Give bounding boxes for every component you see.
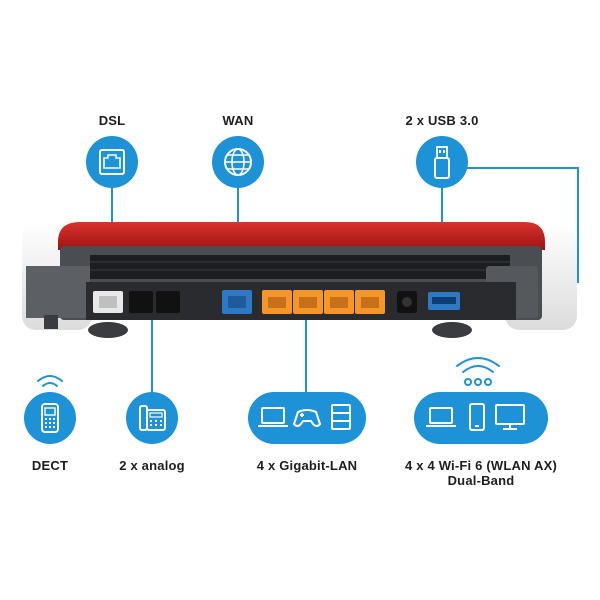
label-usb: 2 x USB 3.0 — [405, 113, 479, 128]
icon-circles — [24, 136, 548, 444]
wifi-devices-badge — [414, 392, 548, 444]
lan-devices-badge — [248, 392, 366, 444]
label-dsl: DSL — [98, 113, 126, 128]
cordless-phone-icon — [24, 392, 76, 444]
wireless-waves-icon — [37, 375, 63, 387]
globe-icon — [212, 136, 264, 188]
ethernet-port-icon — [86, 136, 138, 188]
label-lan: 4 x Gigabit-LAN — [256, 458, 358, 473]
label-dect: DECT — [31, 458, 69, 473]
red-top-shell — [58, 222, 545, 250]
laptop-icon — [258, 407, 288, 427]
gamepad-icon — [292, 409, 322, 427]
label-wifi: 4 x 4 Wi-Fi 6 (WLAN AX) Dual-Band — [388, 458, 574, 488]
analog-port-2 — [156, 291, 180, 313]
label-wifi-line1: 4 x 4 Wi-Fi 6 (WLAN AX) — [404, 458, 558, 473]
server-icon — [331, 404, 351, 430]
label-wan: WAN — [222, 113, 254, 128]
wifi-waves-icon — [456, 357, 500, 386]
monitor-icon — [495, 404, 525, 430]
label-analog: 2 x analog — [119, 458, 185, 473]
vent-slots — [90, 255, 510, 279]
smartphone-icon — [469, 403, 485, 431]
usb-stick-icon — [416, 136, 468, 188]
laptop-icon — [426, 407, 456, 427]
analog-port-1 — [129, 291, 153, 313]
router — [22, 222, 577, 338]
label-wifi-line2: Dual-Band — [447, 473, 515, 488]
desk-phone-icon — [126, 392, 178, 444]
